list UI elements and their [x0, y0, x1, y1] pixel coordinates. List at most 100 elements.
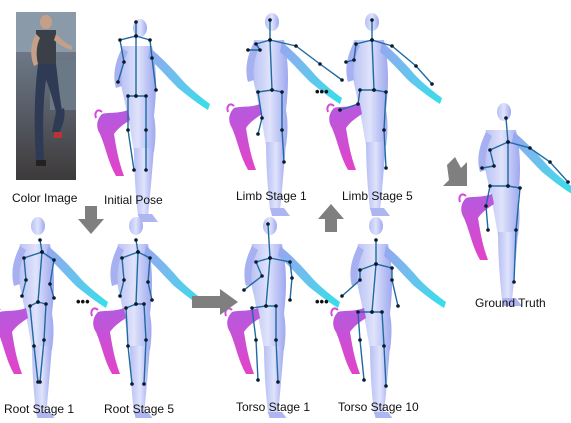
initial-pose-mesh [95, 19, 210, 222]
joint-dot [270, 88, 274, 92]
joint-dot [144, 128, 148, 132]
joint-dot [256, 132, 260, 136]
label-torso-stage-1: Torso Stage 1 [236, 400, 310, 414]
joint-dot [488, 184, 492, 188]
label-torso-stage-10: Torso Stage 10 [338, 400, 419, 414]
joint-dot [374, 238, 378, 242]
joint-dot [566, 180, 570, 184]
joint-dot [318, 62, 322, 66]
arrow-down [78, 206, 104, 234]
joint-dot [274, 304, 278, 308]
joint-dot [118, 294, 122, 298]
joint-dot [356, 310, 360, 314]
joint-dot [126, 128, 130, 132]
joint-dot [120, 256, 124, 260]
joint-dot [480, 166, 484, 170]
joint-dot [136, 250, 140, 254]
ellipsis-limb: ••• [315, 84, 329, 99]
label-root-stage-1: Root Stage 1 [4, 402, 74, 416]
joint-dot [28, 304, 32, 308]
label-root-stage-5: Root Stage 5 [104, 402, 174, 416]
joint-dot [276, 380, 280, 384]
joint-dot [122, 278, 126, 282]
arrow-diagonal [443, 157, 467, 186]
joint-dot [358, 278, 362, 282]
joint-dot [132, 168, 136, 172]
joint-dot [150, 56, 154, 60]
joint-dot [148, 38, 152, 42]
joint-dot [518, 186, 522, 190]
joint-dot [260, 116, 264, 120]
color-image-photo [16, 12, 76, 180]
joint-dot [354, 42, 358, 46]
joint-dot [22, 256, 26, 260]
label-limb-stage-5: Limb Stage 5 [342, 189, 413, 203]
joint-dot [384, 384, 388, 388]
joint-dot [372, 88, 376, 92]
joint-dot [242, 288, 246, 292]
joint-dot [48, 282, 52, 286]
joint-dot [488, 148, 492, 152]
joint-dot [396, 304, 400, 308]
label-ground-truth: Ground Truth [475, 296, 546, 310]
label-limb-stage-1: Limb Stage 1 [236, 189, 307, 203]
joint-dot [430, 82, 434, 86]
joint-dot [52, 258, 56, 262]
joint-dot [356, 102, 360, 106]
joint-dot [246, 48, 250, 52]
joint-dot [254, 260, 258, 264]
root-stage-5-mesh [91, 217, 206, 418]
joint-dot [344, 60, 348, 64]
joint-dot [146, 280, 150, 284]
joint-dot [358, 338, 362, 342]
joint-dot [358, 268, 362, 272]
joint-dot [150, 298, 154, 302]
joint-dot [122, 60, 126, 64]
joint-dot [338, 108, 342, 112]
joint-dot [124, 306, 128, 310]
joint-dot [352, 58, 356, 62]
joint-dot [32, 344, 36, 348]
joint-dot [382, 344, 386, 348]
joint-dot [340, 294, 344, 298]
joint-dot [20, 294, 24, 298]
joint-dot [52, 296, 56, 300]
torso-stage-10-mesh [331, 217, 446, 418]
joint-dot [148, 256, 152, 260]
joint-dot [274, 338, 278, 342]
joint-dot [280, 128, 284, 132]
joint-dot [384, 90, 388, 94]
joint-dot [282, 160, 286, 164]
joint-dot [266, 222, 270, 226]
joint-dot [144, 338, 148, 342]
joint-dot [40, 250, 44, 254]
joint-dot [118, 38, 122, 42]
ground-truth-mesh [459, 103, 571, 306]
ellipsis-root: ••• [76, 294, 90, 309]
joint-dot [506, 140, 510, 144]
joint-dot [358, 88, 362, 92]
joint-dot [38, 238, 42, 242]
joint-dot [24, 278, 28, 282]
joint-dot [256, 90, 260, 94]
joint-dot [254, 42, 258, 46]
joint-dot [370, 38, 374, 42]
joint-dot [514, 228, 518, 232]
joint-dot [512, 280, 516, 284]
joint-dot [254, 338, 258, 342]
joint-dot [258, 48, 262, 52]
joint-dot [288, 260, 292, 264]
joint-dot [256, 378, 260, 382]
joint-dot [384, 166, 388, 170]
joint-dot [370, 310, 374, 314]
joint-dot [44, 302, 48, 306]
joint-dot [42, 338, 46, 342]
joint-dot [144, 168, 148, 172]
joint-dot [504, 116, 508, 120]
joint-dot [288, 298, 292, 302]
joint-dot [528, 146, 532, 150]
joint-dot [280, 90, 284, 94]
joint-dot [390, 266, 394, 270]
label-initial-pose: Initial Pose [104, 193, 163, 207]
